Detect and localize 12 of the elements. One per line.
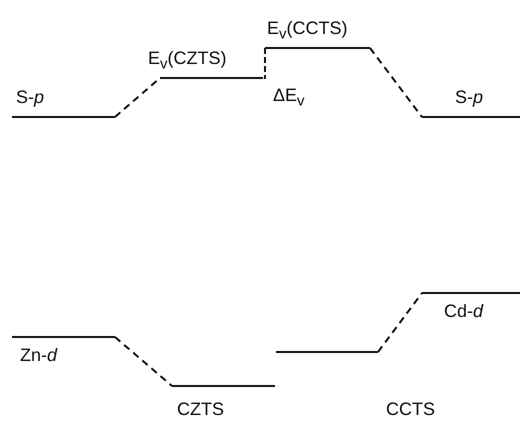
level-label: Cd-d — [444, 300, 484, 322]
offset-label: ΔE$_{v}$ — [273, 84, 305, 112]
level-label: S-p — [455, 86, 484, 108]
correlation-line — [369, 47, 423, 118]
level-label: E$_{v}$(CCTS) — [267, 17, 348, 45]
level-label: S-p — [16, 86, 44, 108]
level-label: Zn-d — [20, 344, 58, 366]
material-label: CCTS — [386, 398, 435, 420]
correlation-line — [377, 292, 423, 353]
correlation-line — [114, 336, 173, 387]
material-label: CZTS — [177, 398, 224, 420]
level-label: E$_{v}$(CZTS) — [148, 47, 226, 75]
